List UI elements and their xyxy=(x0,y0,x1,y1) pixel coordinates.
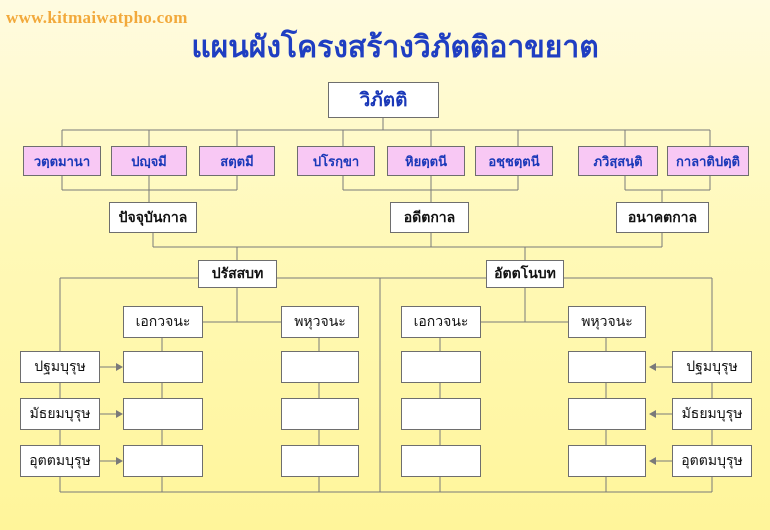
person-third-right: อุตตมบุรุษ xyxy=(672,445,752,477)
empty-cell xyxy=(281,398,359,430)
tense-item-vattamana: วตฺตมานา xyxy=(23,146,101,176)
number-plural-active: พหุวจนะ xyxy=(281,306,359,338)
empty-cell xyxy=(123,445,203,477)
person-first-left: ปฐมบุรุษ xyxy=(20,351,100,383)
tense-item-kalatipatti: กาลาติปตฺติ xyxy=(667,146,749,176)
empty-cell xyxy=(568,398,646,430)
empty-cell xyxy=(281,445,359,477)
tense-item-ajjattani: อชฺชตฺตนี xyxy=(475,146,553,176)
tense-label-present: ปัจจุบันกาล xyxy=(109,202,197,233)
number-singular-middle: เอกวจนะ xyxy=(401,306,481,338)
tense-label-future: อนาคตกาล xyxy=(616,202,709,233)
person-second-left: มัธยมบุรุษ xyxy=(20,398,100,430)
empty-cell xyxy=(568,445,646,477)
empty-cell xyxy=(123,398,203,430)
root-box: วิภัตติ xyxy=(328,82,439,118)
tense-item-sattami: สตฺตมี xyxy=(199,146,275,176)
person-first-right: ปฐมบุรุษ xyxy=(672,351,752,383)
empty-cell xyxy=(568,351,646,383)
site-watermark: www.kitmaiwatpho.com xyxy=(6,8,188,27)
voice-middle: อัตตโนบท xyxy=(486,260,564,288)
empty-cell xyxy=(401,351,481,383)
number-plural-middle: พหุวจนะ xyxy=(568,306,646,338)
tense-label-past: อดีตกาล xyxy=(390,202,469,233)
empty-cell xyxy=(401,398,481,430)
page-title: แผนผังโครงสร้างวิภัตติอาขยาต xyxy=(191,30,599,65)
tense-item-parokkha: ปโรกฺขา xyxy=(297,146,375,176)
empty-cell xyxy=(123,351,203,383)
person-third-left: อุตตมบุรุษ xyxy=(20,445,100,477)
tense-item-pancami: ปญฺจมี xyxy=(111,146,187,176)
empty-cell xyxy=(401,445,481,477)
tense-item-bhavissanti: ภวิสฺสนฺติ xyxy=(578,146,658,176)
voice-active: ปรัสสบท xyxy=(198,260,277,288)
number-singular-active: เอกวจนะ xyxy=(123,306,203,338)
tense-item-hiyattani: หิยตฺตนี xyxy=(387,146,465,176)
empty-cell xyxy=(281,351,359,383)
person-second-right: มัธยมบุรุษ xyxy=(672,398,752,430)
